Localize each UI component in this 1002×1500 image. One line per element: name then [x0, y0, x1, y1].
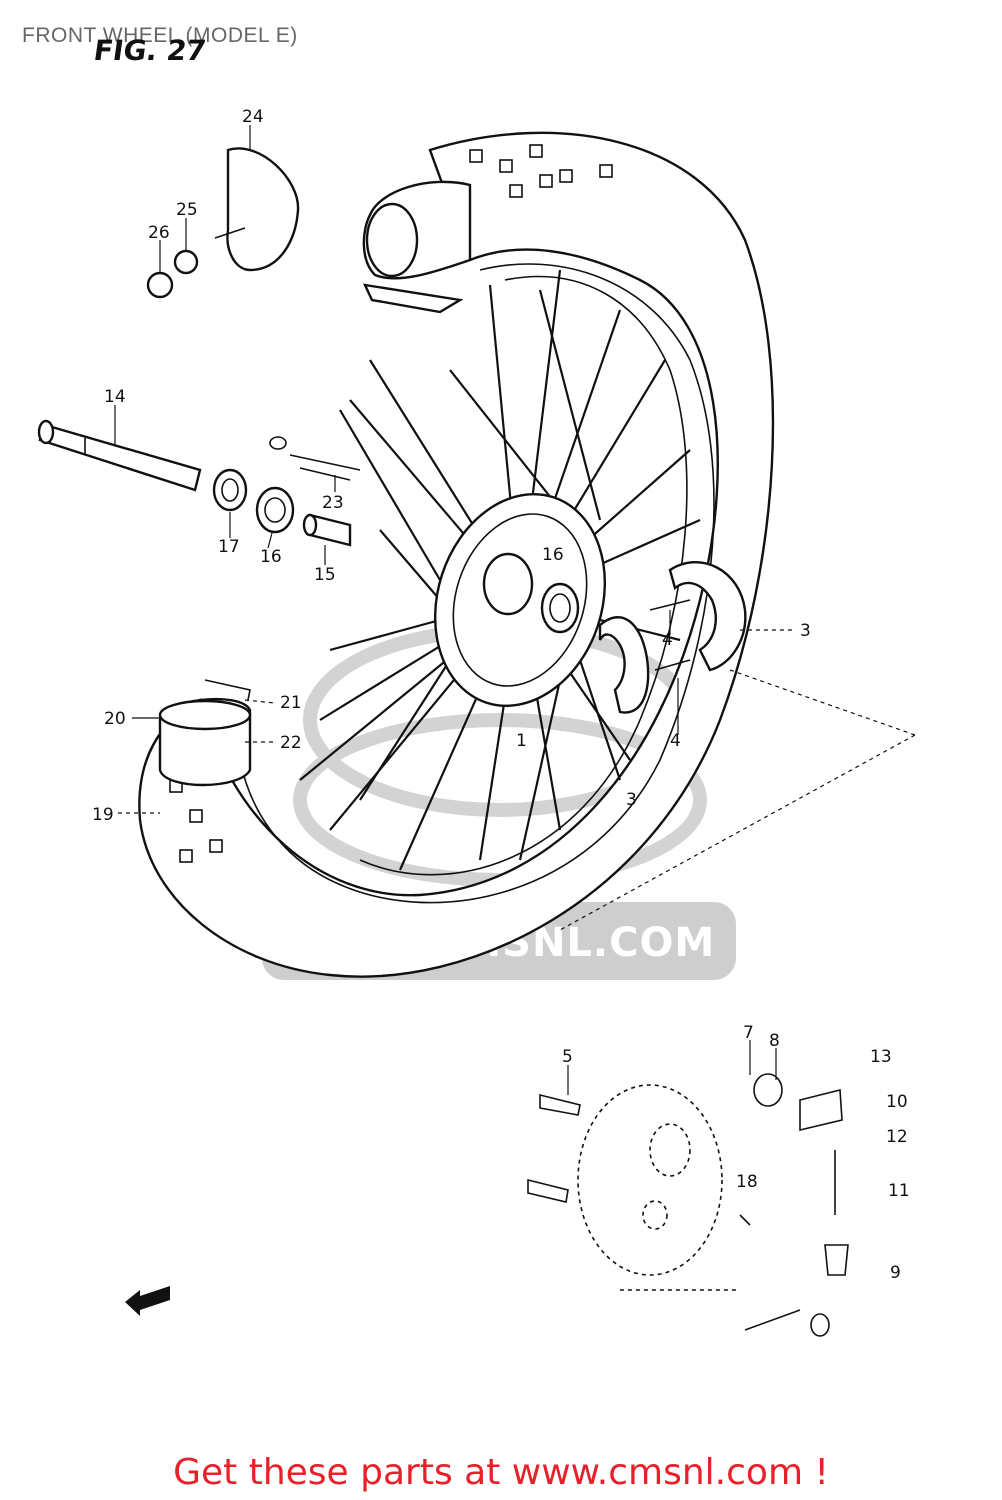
axle-spacers — [212, 468, 352, 547]
callout-16-hub: 16 — [542, 545, 564, 565]
callout-9: 9 — [890, 1263, 901, 1283]
inner-tube-section — [362, 180, 472, 314]
brake-shoes — [598, 560, 747, 714]
callout-1: 1 — [516, 731, 527, 751]
callout-8: 8 — [769, 1031, 780, 1051]
axle — [37, 419, 202, 492]
callout-19: 19 — [92, 805, 114, 825]
rim-band — [158, 679, 252, 787]
leader-lines — [114, 125, 916, 1095]
callout-3-lower: 3 — [626, 790, 637, 810]
callout-5: 5 — [562, 1047, 573, 1067]
callout-14: 14 — [104, 387, 126, 407]
brake-panel-assembly — [527, 1073, 849, 1337]
page-title: FRONT WHEEL (MODEL E) — [22, 24, 298, 47]
rim-lock — [146, 147, 300, 299]
callout-22: 22 — [280, 733, 302, 753]
promo-banner[interactable]: Get these parts at www.cmsnl.com ! — [173, 1452, 829, 1493]
callout-20: 20 — [104, 709, 126, 729]
callout-26: 26 — [148, 223, 170, 243]
callout-18: 18 — [736, 1172, 758, 1192]
callout-4-lower: 4 — [670, 731, 681, 751]
front-direction-arrow-icon — [125, 1286, 170, 1316]
callout-12: 12 — [886, 1127, 908, 1147]
callout-25: 25 — [176, 200, 198, 220]
callout-23: 23 — [322, 493, 344, 513]
wheel-hub — [433, 493, 607, 707]
callout-24: 24 — [242, 107, 264, 127]
spoke-nipple — [269, 436, 361, 481]
callout-10: 10 — [886, 1092, 908, 1112]
callout-16-left: 16 — [260, 547, 282, 567]
callout-17: 17 — [218, 537, 240, 557]
callout-7: 7 — [743, 1023, 754, 1043]
callout-11: 11 — [888, 1181, 910, 1201]
callout-21: 21 — [280, 693, 302, 713]
callout-13: 13 — [870, 1047, 892, 1067]
callout-15: 15 — [314, 565, 336, 585]
callout-4-upper: 4 — [662, 630, 673, 650]
callouts: 24 25 26 14 23 17 16 15 16 3 4 4 21 22 2… — [92, 107, 910, 1283]
callout-3-shoe: 3 — [800, 621, 811, 641]
